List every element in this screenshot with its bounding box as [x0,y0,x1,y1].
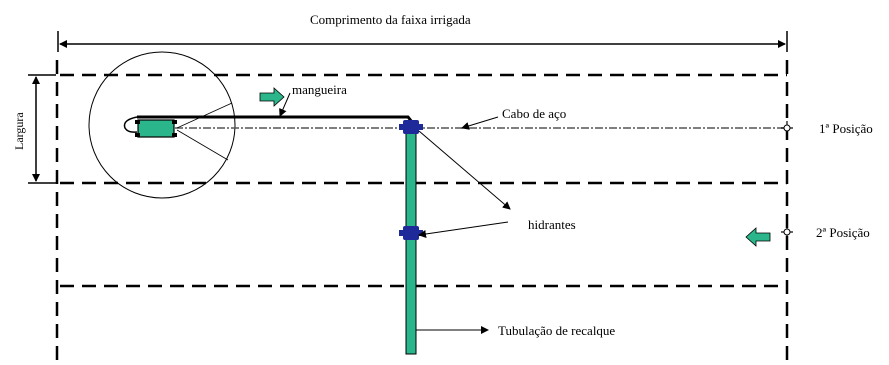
cabo-label: Cabo de aço [502,106,566,121]
field-boundaries [55,60,789,362]
tubulacao-label: Tubulação de recalque [498,323,615,338]
hose-loop [123,116,138,133]
length-label: Comprimento da faixa irrigada [310,12,471,27]
posicao-1-label: 1ª Posição [819,121,873,136]
hose-line [137,115,414,123]
cabo-pointer [461,116,499,130]
direction-arrow-right [259,87,285,107]
hidrante-pointer-1 [418,130,511,210]
hydrant-2 [399,226,423,240]
direction-arrow-left [745,227,771,247]
hidrantes-label: hidrantes [528,217,576,232]
width-label: Largura [12,112,26,150]
mangueira-pointer [279,92,291,117]
length-dimension: Comprimento da faixa irrigada [57,12,788,52]
posicao-2-label: 2ª Posição [816,225,870,240]
traveller-machine [135,102,233,161]
position-marker-2 [781,225,793,239]
detail-circle [88,51,236,199]
position-marker-1 [781,121,793,135]
width-dimension: Largura [12,74,56,184]
mangueira-label: mangueira [292,82,347,97]
hidrante-pointer-2 [418,221,509,238]
hydrant-1 [399,120,423,134]
